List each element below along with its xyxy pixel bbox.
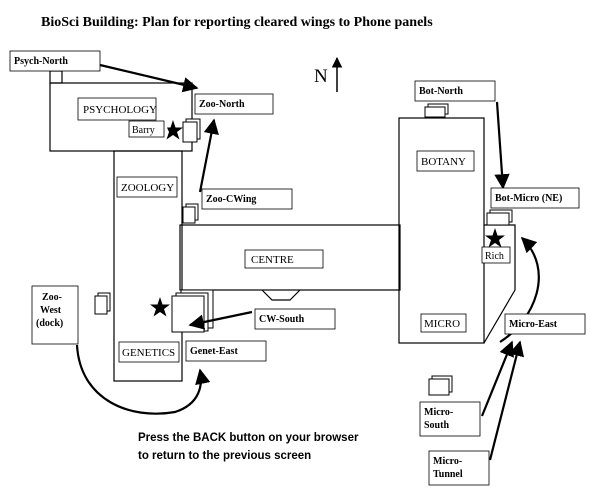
north-label: N [314,66,328,87]
star-icon [150,297,170,317]
north-compass: N [314,56,343,92]
label-micro-east: Micro-East [509,319,558,330]
label-cw-south: CW-South [259,314,305,325]
label-micro-south-1: Micro- [424,407,453,418]
phone-panel-icon [486,209,513,226]
label-zoo-west-3: (dock) [36,318,63,329]
phone-panel-icon [171,289,214,333]
arrow-bot-north [494,101,510,190]
cw-south-notch [261,289,301,301]
arrow-micro-south [480,340,514,417]
arrow-cw-south [188,310,253,330]
label-bot-micro: Bot-Micro (NE) [495,193,562,204]
phone-panel-icon [94,292,111,315]
label-zoo-north: Zoo-North [199,99,245,110]
label-micro-tunnel-2: Tunnel [433,469,463,480]
room-psychology: PSYCHOLOGY [83,104,157,116]
label-zoo-west-2: West [40,305,62,316]
instructions: Press the BACK button on your browser to… [138,432,359,462]
room-rich: Rich [485,251,504,262]
phone-panel-icon [182,118,201,143]
phone-panel-icon [182,203,199,224]
zoology-wing [113,150,183,382]
room-barry: Barry [132,125,155,136]
psychology-tab [49,70,63,84]
arrow-zoo-west [75,344,211,415]
arrow-psych-north [99,63,199,93]
room-micro: MICRO [424,318,460,330]
label-zoo-cwing: Zoo-CWing [206,194,256,205]
label-bot-north: Bot-North [419,86,463,97]
star-icon [485,228,505,248]
arrow-micro-tunnel [488,340,525,461]
stars [150,120,505,317]
room-botany: BOTANY [421,156,466,168]
label-micro-south-2: South [424,420,449,431]
star-icon [166,120,183,140]
centre-wing [179,224,401,291]
label-micro-tunnel-1: Micro- [433,456,462,467]
botany-wing [398,117,485,344]
arrow-zoo-cwing [198,118,219,193]
room-genetics: GENETICS [122,347,175,359]
phone-panel-icon [424,103,449,118]
building-outline [49,70,516,382]
panel-labels: Psych-North Zoo-North Zoo-CWing Zoo- Wes… [9,50,586,486]
room-labels: PSYCHOLOGY Barry ZOOLOGY CENTRE GENETICS… [77,97,511,363]
phone-panel-icon [428,375,453,396]
label-psych-north: Psych-North [14,56,68,67]
label-zoo-west-1: Zoo- [42,292,62,303]
page-title: BioSci Building: Plan for reporting clea… [41,15,433,30]
instruction-line-2: to return to the previous screen [138,450,311,462]
room-centre: CENTRE [251,254,294,266]
instruction-line-1: Press the BACK button on your browser [138,432,359,444]
arrows [75,63,540,461]
room-zoology: ZOOLOGY [121,182,174,194]
label-genet-east: Genet-East [190,346,238,357]
